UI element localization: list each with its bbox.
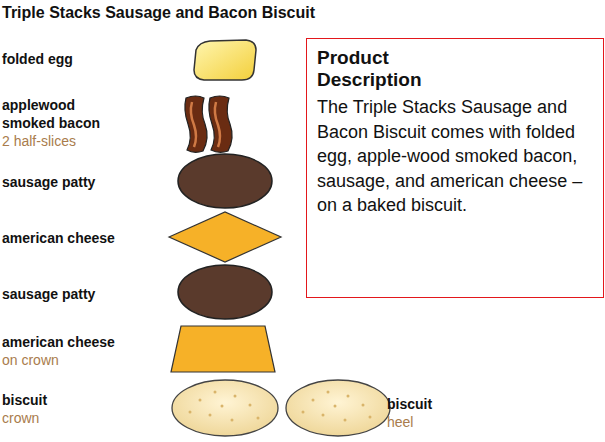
cheese-slice [171, 326, 275, 372]
ingredient-label: american cheese [2, 229, 115, 247]
biscuit-crown [172, 380, 278, 436]
box-heading: Product Description [317, 47, 467, 91]
ingredient-note: 2 half-slices [2, 132, 76, 150]
ingredient-label: applewood smoked bacon [2, 96, 112, 132]
ingredient-label: biscuit [2, 391, 47, 409]
biscuit-heel [286, 380, 390, 436]
ingredient-label: american cheese [2, 333, 115, 351]
ingredient-label: sausage patty [2, 285, 95, 303]
sausage-patty [178, 265, 272, 319]
bacon-slices [185, 96, 232, 152]
ingredient-label: folded egg [2, 50, 73, 68]
box-body: The Triple Stacks Sausage and Bacon Bisc… [317, 95, 593, 218]
description-box: Product DescriptionThe Triple Stacks Sau… [306, 38, 604, 298]
ingredient-note: heel [387, 413, 413, 431]
ingredient-label: sausage patty [2, 173, 95, 191]
ingredient-note: crown [2, 409, 39, 427]
diagram-title: Triple Stacks Sausage and Bacon Biscuit [2, 3, 315, 23]
ingredient-label: biscuit [387, 395, 432, 413]
sausage-patty [178, 154, 272, 208]
cheese-slice [169, 212, 281, 262]
ingredient-note: on crown [2, 351, 59, 369]
folded-egg [194, 40, 256, 80]
